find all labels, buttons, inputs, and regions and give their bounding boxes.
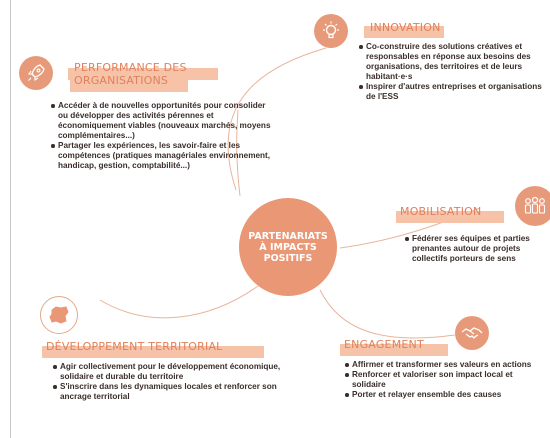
engagement-bullets: Affirmer et transformer ses valeurs en a… xyxy=(344,360,534,400)
center-partnerships-circle: PARTENARIATS À IMPACTS POSITIFS xyxy=(239,198,337,296)
territory-map-icon xyxy=(40,296,78,334)
performance-bullets: Accéder à de nouvelles opportunités pour… xyxy=(50,101,273,171)
performance-title-line1: PERFORMANCE DES xyxy=(74,61,187,74)
territorial-title-band xyxy=(42,346,264,358)
performance-bullet-1: Accéder à de nouvelles opportunités pour… xyxy=(51,101,273,141)
engagement-bullet-3: Porter et relayer ensemble des causes xyxy=(345,390,534,400)
performance-title-line2: ORGANISATIONS xyxy=(74,74,169,87)
territorial-title: DÉVELOPPEMENT TERRITORIAL xyxy=(46,340,223,353)
engagement-title-band xyxy=(340,344,448,356)
territorial-bullets: Agir collectivement pour le développemen… xyxy=(52,362,282,402)
mobilisation-title-band xyxy=(396,211,504,223)
engagement-bullet-2: Renforcer et valoriser son impact local … xyxy=(345,370,534,390)
mobilisation-title: MOBILISATION xyxy=(400,205,482,218)
team-icon xyxy=(515,186,550,226)
innovation-bullet-2: Inspirer d'autres entreprises et organis… xyxy=(359,82,550,102)
page-left-rule xyxy=(10,0,11,438)
lightbulb-icon xyxy=(314,14,348,48)
rocket-icon xyxy=(19,56,53,90)
mobilisation-bullets: Fédérer ses équipes et parties prenantes… xyxy=(404,234,544,264)
center-label: PARTENARIATS À IMPACTS POSITIFS xyxy=(248,230,328,264)
innovation-bullets: Co-construire des solutions créatives et… xyxy=(358,42,550,102)
arc-performance xyxy=(236,109,241,197)
handshake-icon xyxy=(455,316,489,350)
performance-title-band-1 xyxy=(68,68,218,80)
mobilisation-bullet-1: Fédérer ses équipes et parties prenantes… xyxy=(405,234,544,264)
arc-innovation xyxy=(227,47,327,191)
territorial-bullet-1: Agir collectivement pour le développemen… xyxy=(53,362,281,381)
innovation-title: INNOVATION xyxy=(370,21,441,34)
engagement-bullet-1: Affirmer et transformer ses valeurs en a… xyxy=(345,360,534,370)
performance-bullet-2: Partager les expériences, les savoir-fai… xyxy=(51,141,273,171)
arc-territorial xyxy=(99,285,259,319)
performance-title-band-2 xyxy=(70,80,188,92)
territorial-bullet-2: S'inscrire dans les dynamiques locales e… xyxy=(53,382,282,402)
engagement-title: ENGAGEMENT xyxy=(344,338,424,351)
arc-engagement xyxy=(319,289,456,339)
innovation-title-band xyxy=(364,26,444,38)
innovation-bullet-1: Co-construire des solutions créatives et… xyxy=(359,42,550,82)
